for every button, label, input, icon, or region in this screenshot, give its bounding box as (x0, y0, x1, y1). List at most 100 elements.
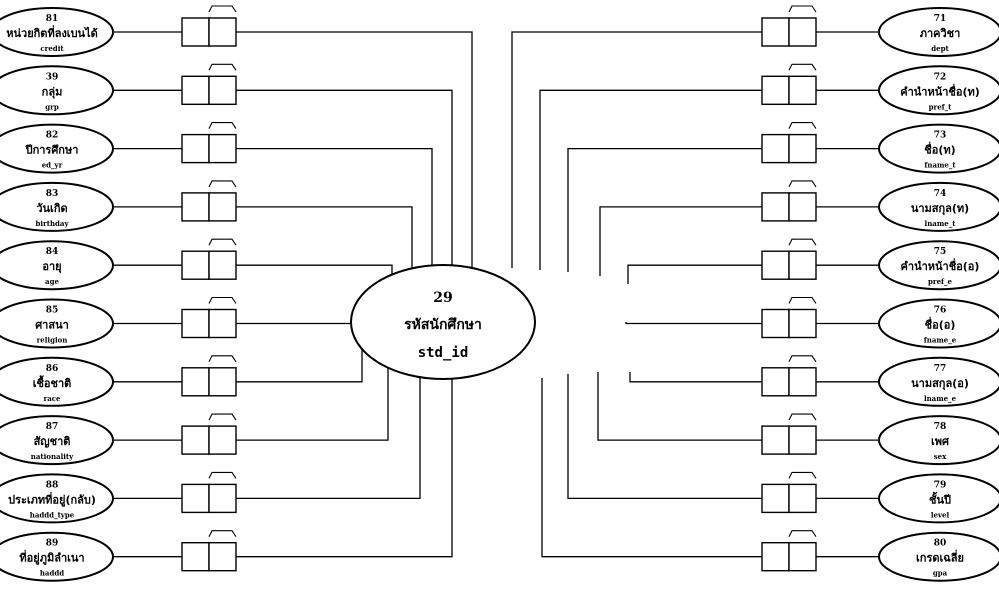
attribute-code: dept (931, 44, 949, 53)
field-box-cell (209, 310, 236, 338)
attribute-code: pref_t (929, 102, 953, 111)
attribute-code: religion (37, 336, 68, 345)
attribute-label: อายุ (42, 260, 61, 274)
left-attribute-birthday: 83วันเกิดbirthday (0, 183, 113, 231)
left-attribute-haddd_type: 88ประเภทที่อยู่(กลับ)haddd_type (0, 474, 113, 522)
field-box-cell (762, 18, 789, 46)
left-attribute-age: 84อายุage (0, 241, 113, 289)
field-box-left-nationality (182, 414, 236, 454)
attribute-number: 72 (934, 72, 947, 82)
field-box-cell (789, 368, 816, 396)
attribute-label: ภาควิชา (920, 27, 961, 40)
field-box-cell (762, 426, 789, 454)
attribute-code: pref_e (928, 277, 953, 286)
connector-left-grp (236, 90, 452, 272)
key-bracket-mark (209, 356, 236, 362)
connector-right-fname_e (626, 322, 762, 324)
key-bracket-mark (789, 64, 816, 70)
field-box-cell (762, 76, 789, 104)
field-box-cell (209, 193, 236, 221)
key-bracket-mark (789, 414, 816, 420)
connector-right-dept (512, 32, 762, 268)
field-box-cell (209, 76, 236, 104)
attribute-label: นามสกุล(อ) (911, 377, 969, 391)
field-box-left-grp (182, 64, 236, 104)
right-attribute-pref_t: 72คำนำหน้าชื่อ(ท)pref_t (879, 66, 999, 114)
field-box-cell (762, 484, 789, 512)
key-bracket-mark (789, 531, 816, 537)
connector-left-nationality (236, 346, 388, 440)
attribute-number: 76 (934, 306, 947, 316)
connector-right-gpa (542, 378, 762, 557)
attribute-label: เชื้อชาติ (33, 375, 72, 390)
right-attribute-level: 79ชั้นปีlevel (879, 474, 999, 522)
attribute-label: กลุ่ม (42, 85, 63, 99)
center-entity-code: std_id (418, 345, 469, 361)
attribute-code: level (931, 510, 950, 519)
field-box-left-race (182, 356, 236, 396)
key-bracket-mark (209, 6, 236, 12)
attribute-label: ชื่อ(ท) (924, 142, 955, 157)
attribute-code: lname_t (925, 219, 957, 228)
field-box-cell (182, 310, 209, 338)
key-bracket-mark (209, 123, 236, 129)
connector-right-lname_e (630, 372, 762, 382)
field-box-cell (789, 543, 816, 571)
field-box-cell (182, 76, 209, 104)
field-box-right-sex (762, 414, 816, 454)
right-attribute-sex: 78เพศsex (879, 416, 999, 464)
field-box-right-gpa (762, 531, 816, 571)
key-bracket-mark (789, 239, 816, 245)
field-box-left-age (182, 239, 236, 279)
key-bracket-mark (789, 298, 816, 304)
attribute-label: หน่วยกิตที่ลงเบนได้ (6, 25, 98, 40)
attribute-code: credit (40, 44, 64, 53)
connector-left-credit (236, 32, 472, 268)
connector-right-pref_e (628, 265, 762, 284)
attribute-number: 81 (46, 14, 59, 24)
right-attribute-lname_e: 77 นามสกุล(อ) lname_e (879, 358, 999, 406)
attribute-number: 74 (934, 189, 947, 199)
field-box-cell (182, 368, 209, 396)
right-attribute-pref_e: 75คำนำหน้าชื่อ(อ)pref_e (879, 241, 999, 289)
field-box-right-lname_e (762, 356, 816, 396)
attribute-number: 78 (934, 422, 947, 432)
attribute-code: lname_e (924, 394, 957, 403)
attribute-code: gpa (933, 569, 948, 578)
key-bracket-mark (209, 181, 236, 187)
right-attribute-fname_e: 76ชื่อ(อ)fname_e (879, 300, 999, 348)
connector-right-level (568, 374, 762, 498)
connector-left-race (236, 336, 362, 382)
attribute-number: 39 (46, 72, 59, 82)
attribute-label: ปีการศึกษา (25, 144, 79, 157)
attribute-number: 82 (46, 131, 59, 141)
attribute-label: ประเภทที่อยู่(กลับ) (8, 491, 96, 507)
attribute-number: 84 (46, 247, 59, 257)
connector-right-fname_t (568, 149, 762, 272)
field-box-right-fname_e (762, 298, 816, 338)
attribute-number: 77 (934, 364, 947, 374)
key-bracket-mark (789, 472, 816, 478)
field-box-cell (789, 135, 816, 163)
field-box-right-lname_t (762, 181, 816, 221)
right-attribute-fname_t: 73ชื่อ(ท)fname_t (879, 125, 999, 173)
connector-right-pref_t (540, 90, 762, 270)
attribute-code: haddd (40, 569, 64, 578)
field-box-left-religion (182, 298, 236, 338)
field-box-left-credit (182, 6, 236, 46)
left-attribute-credit: 81หน่วยกิตที่ลงเบนได้ credit (0, 8, 113, 56)
field-box-cell (762, 543, 789, 571)
attribute-code: nationality (31, 452, 74, 461)
connector-left-haddd_type (236, 354, 420, 498)
left-attribute-nationality: 87สัญชาติnationality (0, 416, 113, 464)
field-box-right-fname_t (762, 123, 816, 163)
attribute-number: 83 (46, 189, 59, 199)
field-box-cell (182, 18, 209, 46)
field-box-cell (209, 135, 236, 163)
key-bracket-mark (789, 181, 816, 187)
field-box-cell (789, 193, 816, 221)
